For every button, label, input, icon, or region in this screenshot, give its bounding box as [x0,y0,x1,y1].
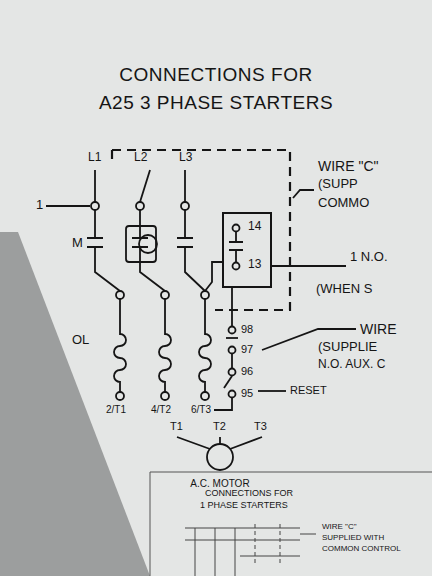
panel-heading: 1 PHASE STARTERS [200,500,288,510]
terminal-number: 95 [241,387,253,400]
line-terminal: L1 [88,151,101,165]
lower-schematic [185,528,300,540]
contact-note: (WHEN S [316,282,372,297]
schematic-wires [177,210,205,291]
schematic-wires [132,210,165,291]
contact-note: 1 N.O. [350,250,388,265]
title: CONNECTIONS FOR [0,64,432,86]
schematic-wires [46,170,356,410]
lower-schematic [255,524,280,566]
schematic-wires [116,392,124,400]
line-terminal: L3 [179,151,192,165]
schematic-wires [201,291,209,299]
wire-note: (SUPP [318,177,358,192]
schematic-wires [91,202,99,210]
schematic-wires [139,235,157,253]
schematic-wires [201,392,209,400]
wire-note: (SUPPLIE [318,340,377,355]
terminal-number: 1 [36,198,43,213]
lower-schematic [195,528,235,576]
schematic-wires [87,210,120,291]
schematic-wires [184,170,186,202]
wire-note: WIRE "C" [322,522,357,531]
node-stroke [229,232,243,262]
motor-terminal: T1 [170,420,183,433]
schematic-wires [231,288,233,326]
schematic-wires [161,392,169,400]
schematic-wires [181,202,189,210]
contactor-label: M [72,236,83,251]
terminal-number: 96 [241,365,253,378]
schematic-wires [231,354,233,368]
terminal-number: 4/T2 [151,404,171,416]
lower-panel [150,472,151,576]
schematic-wires [229,369,236,376]
wire-note: WIRE "C" [318,158,379,174]
node-stroke [177,437,262,449]
schematic-wires [293,190,314,198]
schematic-wires [136,202,144,210]
schematic-wires [126,226,156,262]
terminal-number: 6/T3 [191,404,211,416]
line-terminal: L2 [134,151,147,165]
terminal-number: 13 [248,258,261,272]
terminal-number: 97 [241,343,253,356]
lower-panel [150,472,432,576]
reset-label: RESET [290,384,327,397]
motor-symbol: T1 T2 T3A.C. MOTOR [168,420,272,496]
schematic-wires [258,390,286,392]
wire-note: N.O. AUX. C [318,358,385,372]
schematic-wires [159,299,171,392]
schematic-wires [205,262,222,291]
node-stroke [177,437,262,470]
lower-schematic [300,534,316,535]
schematic-wires [161,291,169,299]
schematic-wires [94,170,96,202]
schematic-wires [214,398,232,410]
overload-label: OL [72,333,89,348]
panel-heading: CONNECTIONS FOR [205,488,293,498]
schematic-wires [140,170,150,202]
wire-note: COMMO [318,196,369,211]
schematic-wires [199,299,211,392]
mechanical-link [111,150,113,160]
node-stroke [233,225,240,232]
lower-schematic [240,556,300,557]
motor-terminal: T3 [254,420,267,433]
schematic-wires [229,391,236,398]
title-line: A25 3 PHASE STARTERS [0,92,432,114]
lower-panel [150,472,432,473]
node-stroke [229,225,243,270]
schematic-wires [116,291,124,299]
wire-note: SUPPLIED WITH [322,533,384,542]
motor-label: A.C. MOTOR [168,478,272,490]
wire-note: WIRE [360,321,397,337]
terminal-number: 14 [248,220,261,234]
lower-schematic [185,524,316,576]
wire-note: COMMON CONTROL [322,544,401,553]
schematic-wires [114,299,126,392]
node-stroke [233,263,240,270]
terminal-number: 98 [241,323,253,336]
schematic-wires [272,265,346,267]
motor-terminal: T2 [213,420,226,433]
node-stroke [207,444,233,470]
mechanical-link [112,150,290,310]
terminal-number: 2/T1 [106,404,126,416]
aux-contact-box: 14 13 [222,212,272,288]
schematic-wires [229,347,236,354]
schematic-wires [226,337,238,339]
schematic-wires [224,376,232,388]
schematic-wires [46,205,90,207]
schematic-wires [229,327,236,334]
enclosure-edge [0,232,150,576]
